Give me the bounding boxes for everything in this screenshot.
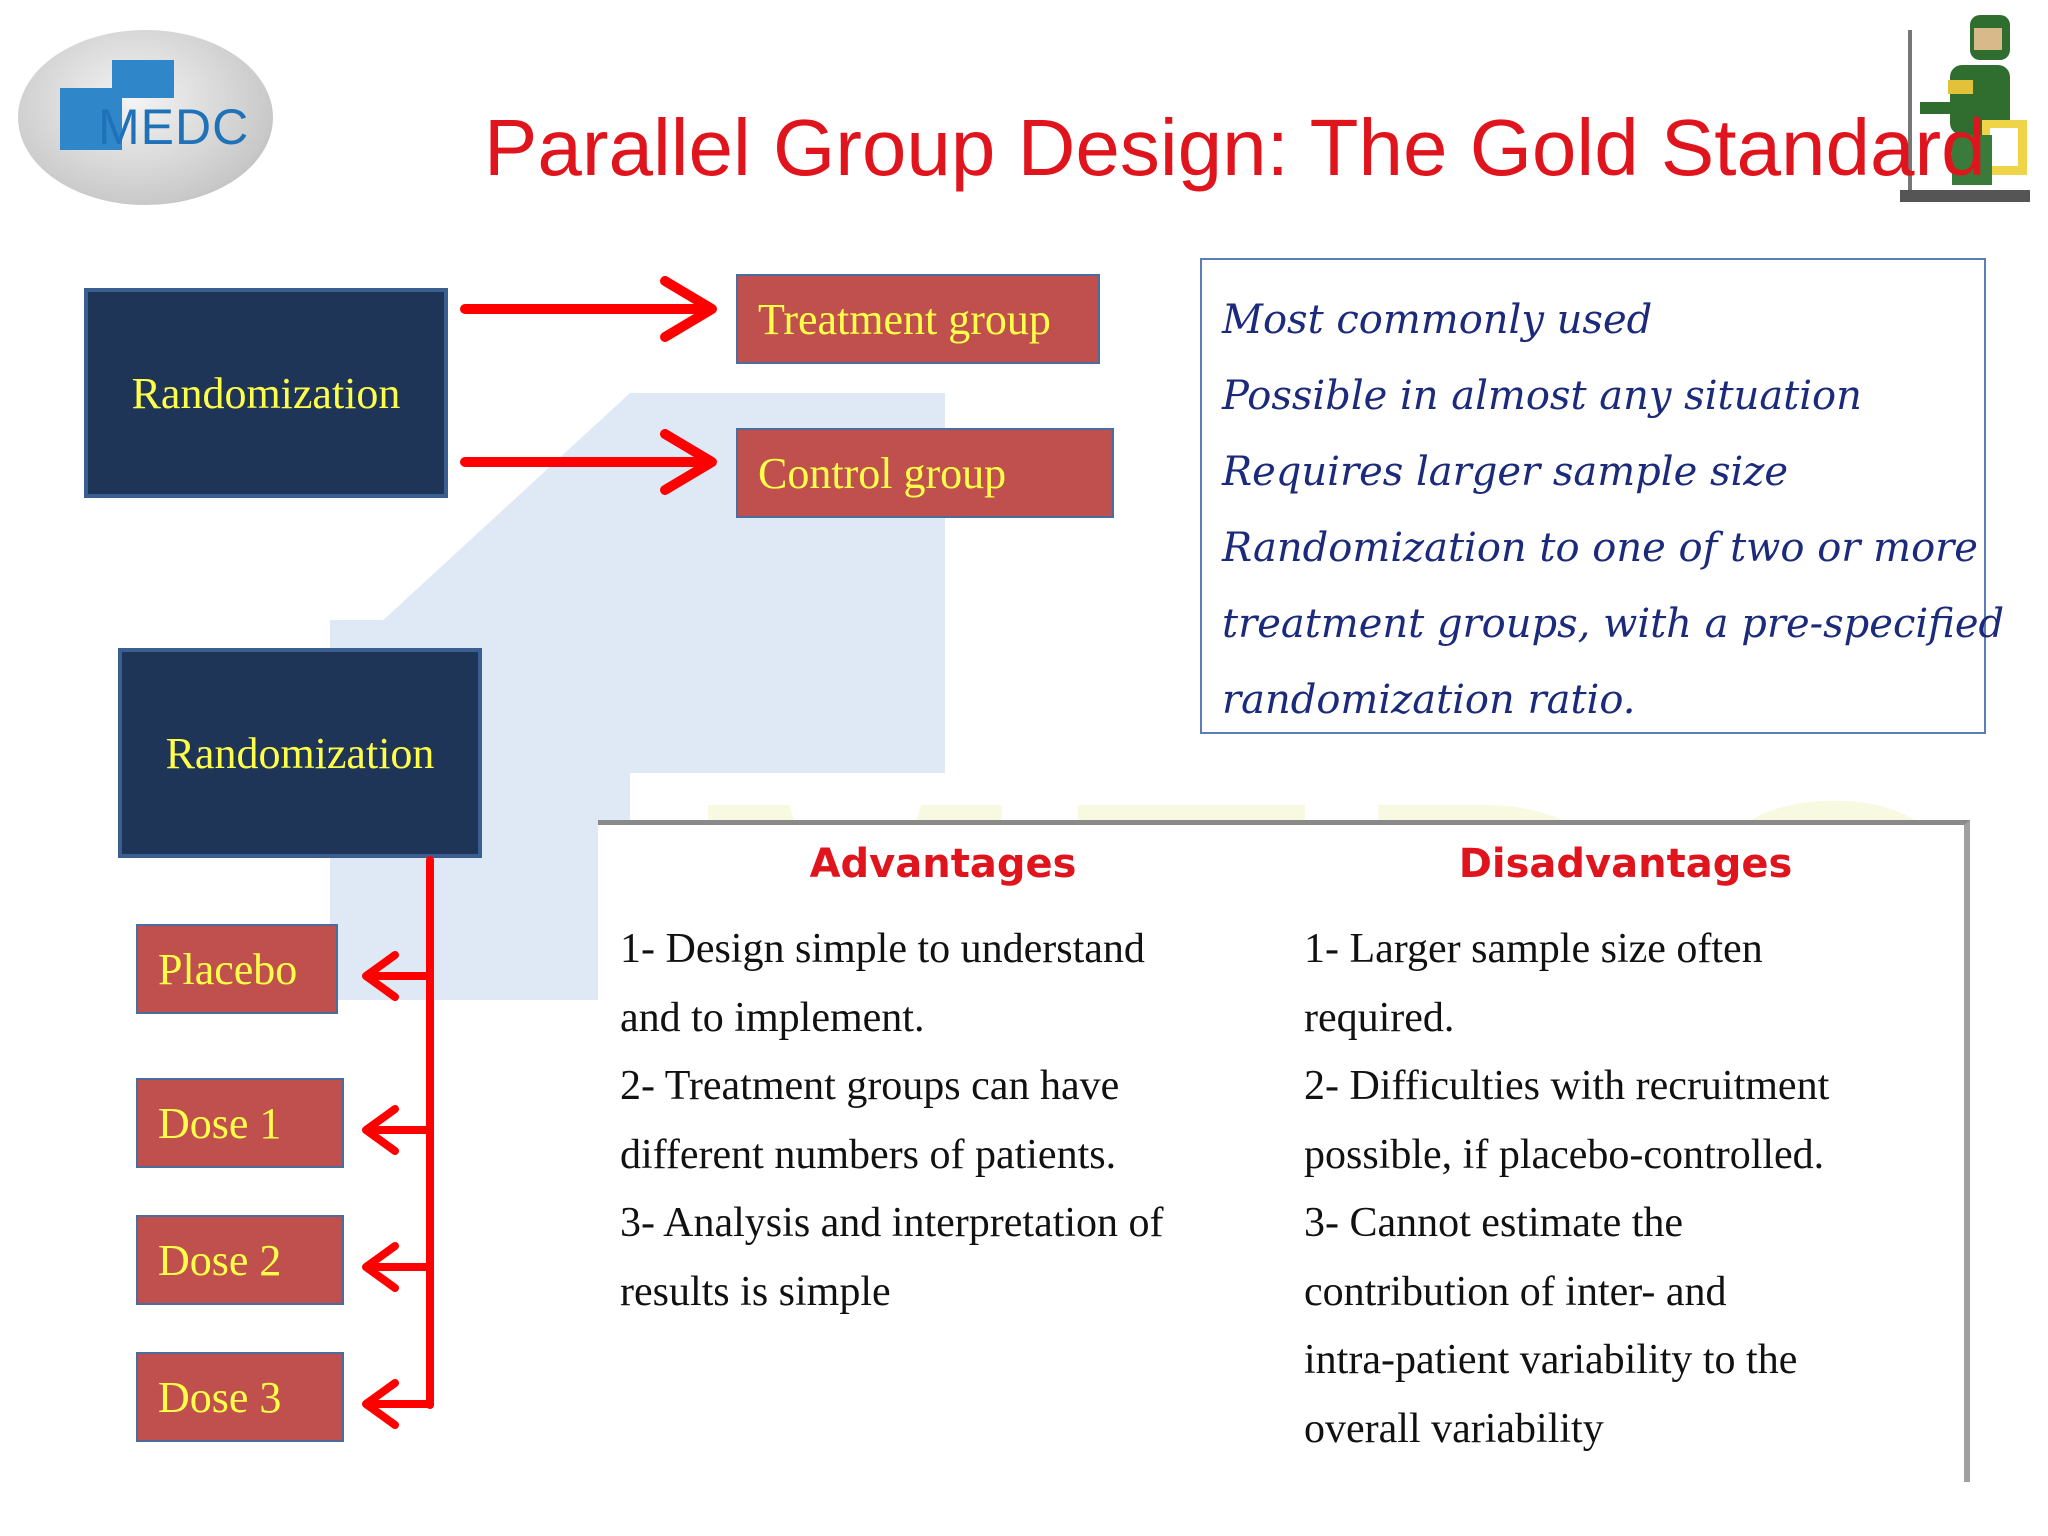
info-line: Randomization to one of two or more bbox=[1222, 525, 1978, 571]
arrow-head-dose-1-icon bbox=[362, 1105, 399, 1155]
disadvantages-heading: Disadvantages bbox=[1458, 841, 1793, 887]
info-line: Possible in almost any situation bbox=[1222, 373, 1862, 419]
dose-1-label: Dose 1 bbox=[158, 1098, 282, 1148]
dose-2-label: Dose 2 bbox=[158, 1235, 282, 1285]
disadvantage-line: intra-patient variability to the bbox=[1304, 1337, 1798, 1383]
logo-square-icon-small bbox=[112, 60, 174, 98]
advantage-line: different numbers of patients. bbox=[620, 1131, 1117, 1178]
placebo-box: Placebo bbox=[136, 924, 338, 1014]
randomization-label: Randomization bbox=[165, 728, 435, 778]
info-box: Most commonly used Possible in almost an… bbox=[1200, 258, 2005, 734]
disadvantage-line: 3- Cannot estimate the bbox=[1304, 1200, 1684, 1246]
disadvantage-line: contribution of inter- and bbox=[1304, 1268, 1727, 1315]
randomization-box-bottom: Randomization bbox=[118, 648, 482, 858]
placebo-label: Placebo bbox=[158, 944, 298, 994]
dose-2-box: Dose 2 bbox=[136, 1215, 344, 1305]
info-line: randomization ratio. bbox=[1222, 677, 1636, 723]
advantage-line: 1- Design simple to understand bbox=[620, 926, 1145, 972]
arrow-head-dose-2-icon bbox=[362, 1242, 399, 1292]
dose-1-box: Dose 1 bbox=[136, 1078, 344, 1168]
advantages-list: 1- Design simple to understand and to im… bbox=[620, 915, 1164, 1326]
info-line: Requires larger sample size bbox=[1222, 449, 1789, 495]
pharaoh-figure-icon bbox=[1900, 15, 2030, 202]
logo-text: MEDC bbox=[98, 99, 250, 155]
control-group-box: Control group bbox=[736, 428, 1114, 518]
info-line: treatment groups, with a pre-specified bbox=[1222, 601, 2005, 647]
dose-3-label: Dose 3 bbox=[158, 1372, 282, 1422]
info-line: Most commonly used bbox=[1222, 297, 1653, 343]
treatment-group-box: Treatment group bbox=[736, 274, 1100, 364]
arrow-head-dose-3-icon bbox=[362, 1379, 399, 1429]
page-title: Parallel Group Design: The Gold Standard bbox=[484, 103, 1986, 192]
disadvantages-list: 1- Larger sample size often required. 2-… bbox=[1304, 915, 1829, 1463]
arrow-head-placebo-icon bbox=[362, 951, 399, 1001]
advantage-line: 2- Treatment groups can have bbox=[620, 1063, 1120, 1109]
control-group-label: Control group bbox=[758, 448, 1007, 498]
advantage-line: results is simple bbox=[620, 1268, 891, 1315]
randomization-box-top: Randomization bbox=[84, 288, 448, 498]
disadvantage-line: possible, if placebo-controlled. bbox=[1304, 1131, 1825, 1178]
arrow-head-treatment-icon bbox=[660, 276, 717, 342]
disadvantage-line: overall variability bbox=[1304, 1405, 1604, 1452]
dose-3-box: Dose 3 bbox=[136, 1352, 344, 1442]
disadvantage-line: 1- Larger sample size often bbox=[1304, 926, 1763, 972]
disadvantage-line: 2- Difficulties with recruitment bbox=[1304, 1063, 1830, 1109]
arrow-head-control-icon bbox=[660, 429, 717, 495]
disadvantage-line: required. bbox=[1304, 994, 1455, 1041]
advantages-heading: Advantages bbox=[809, 841, 1077, 887]
logo-square-icon bbox=[60, 88, 122, 150]
treatment-group-label: Treatment group bbox=[758, 294, 1051, 344]
randomization-label: Randomization bbox=[131, 368, 401, 418]
advantage-line: and to implement. bbox=[620, 994, 925, 1041]
advantage-line: 3- Analysis and interpretation of bbox=[620, 1200, 1164, 1246]
comparison-table: Advantages Disadvantages 1- Design simpl… bbox=[598, 820, 1970, 1482]
watermark-triangle bbox=[380, 393, 630, 623]
